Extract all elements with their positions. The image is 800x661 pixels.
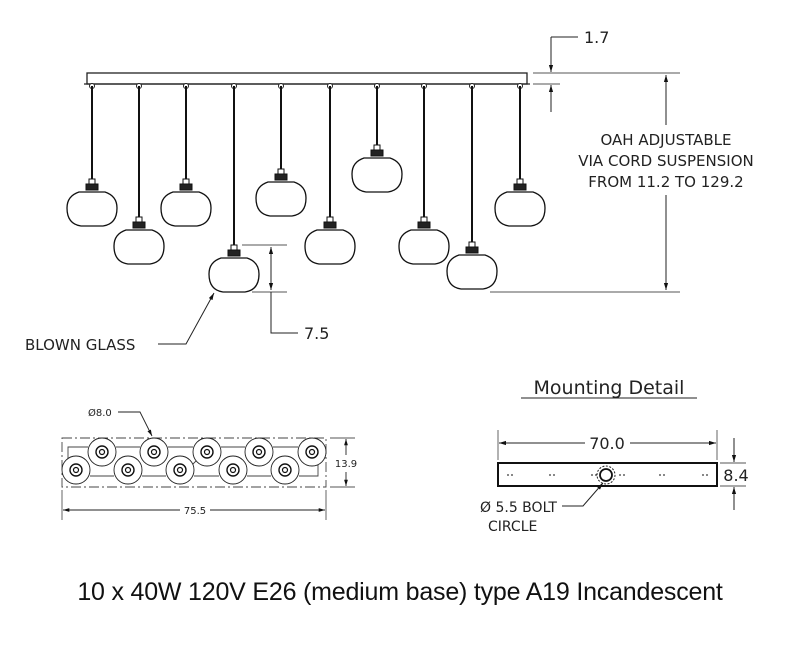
material-callout: BLOWN GLASS <box>25 293 214 354</box>
glass-globe <box>399 230 449 264</box>
mount-hole-dot <box>623 474 625 476</box>
plan-globe-outline <box>140 438 168 466</box>
mount-hole-dot <box>549 474 551 476</box>
mounting-length-label: 70.0 <box>589 434 625 453</box>
socket <box>418 222 430 228</box>
glass-globe <box>495 192 545 226</box>
plan-globe-outline <box>166 456 194 484</box>
canopy-thickness-dimension: 1.7 <box>533 28 609 112</box>
socket <box>466 247 478 253</box>
material-label: BLOWN GLASS <box>25 336 135 354</box>
pendant <box>256 84 306 217</box>
plan-globe-outline <box>62 456 90 484</box>
bolt-circle-line-1: Ø 5.5 BOLT <box>480 500 557 516</box>
plan-lamp <box>298 438 326 466</box>
plan-globe-outline <box>193 438 221 466</box>
lamp-specification: 10 x 40W 120V E26 (medium base) type A19… <box>0 578 800 607</box>
socket-cap <box>517 179 523 184</box>
plan-globe-outline <box>114 456 142 484</box>
plan-lamp <box>114 456 142 484</box>
plan-globe-outline <box>298 438 326 466</box>
socket-cap <box>327 217 333 222</box>
pendant <box>67 84 117 227</box>
mount-hole-dot <box>659 474 661 476</box>
pendant <box>161 84 211 227</box>
glass-globe <box>161 192 211 226</box>
elevation-view: 1.7 OAH ADJUSTABLE VIA CORD SUSPENSION F… <box>25 28 754 354</box>
socket-cap <box>374 145 380 150</box>
plan-lamp <box>88 438 116 466</box>
oah-note-line-3: FROM 11.2 TO 129.2 <box>588 173 743 191</box>
bolt-circle-line-2: CIRCLE <box>488 519 537 535</box>
pendant <box>399 84 449 265</box>
socket <box>180 184 192 190</box>
pendant <box>209 84 259 293</box>
glass-globe <box>114 230 164 264</box>
plan-width-label: 75.5 <box>184 506 206 517</box>
canopy-thickness-label: 1.7 <box>584 28 609 47</box>
mount-hole-dot <box>507 474 509 476</box>
glass-height-label: 7.5 <box>304 324 329 343</box>
socket-cap <box>183 179 189 184</box>
plan-globe-outline <box>219 456 247 484</box>
socket <box>514 184 526 190</box>
plan-lamp <box>140 438 168 466</box>
mount-hole-dot <box>706 474 708 476</box>
socket <box>275 174 287 180</box>
mount-hole-dot <box>553 474 555 476</box>
socket-cap <box>421 217 427 222</box>
plan-lamp <box>245 438 273 466</box>
plan-lamp <box>166 456 194 484</box>
socket-cap <box>231 245 237 250</box>
mount-hole-dot <box>702 474 704 476</box>
glass-globe <box>256 182 306 216</box>
oah-dimension: OAH ADJUSTABLE VIA CORD SUSPENSION FROM … <box>490 73 754 292</box>
mounting-detail-title: Mounting Detail <box>534 377 685 399</box>
socket-cap <box>278 169 284 174</box>
pendant <box>447 84 497 290</box>
plan-globe-outline <box>88 438 116 466</box>
glass-globe <box>209 258 259 292</box>
glass-globe <box>67 192 117 226</box>
glass-globe <box>447 255 497 289</box>
glass-globe <box>352 158 402 192</box>
mount-hole-dot <box>663 474 665 476</box>
socket <box>86 184 98 190</box>
socket <box>133 222 145 228</box>
plan-depth-label: 13.9 <box>335 459 357 470</box>
mount-hole-dot <box>619 474 621 476</box>
plan-lamp <box>219 456 247 484</box>
socket <box>228 250 240 256</box>
plan-globe-outline <box>271 456 299 484</box>
mount-hole-dot <box>591 474 593 476</box>
mounting-width-label: 8.4 <box>723 466 748 485</box>
oah-note-line-2: VIA CORD SUSPENSION <box>578 152 753 170</box>
oah-note-line-1: OAH ADJUSTABLE <box>601 131 732 149</box>
plan-lamp <box>193 438 221 466</box>
pendant-group <box>67 84 545 293</box>
socket-cap <box>136 217 142 222</box>
glass-globe <box>305 230 355 264</box>
socket-cap <box>469 242 475 247</box>
plan-globe-outline <box>245 438 273 466</box>
socket-cap <box>89 179 95 184</box>
socket <box>324 222 336 228</box>
mounting-detail: Mounting Detail 70.0 8.4 Ø 5.5 BOLT CIRC… <box>480 377 749 535</box>
plan-view: Ø8.0 75.5 13.9 <box>62 407 357 520</box>
canopy <box>87 73 527 84</box>
plan-lamp-group <box>62 438 326 484</box>
socket <box>371 150 383 156</box>
mount-hole-dot <box>511 474 513 476</box>
plan-lamp <box>271 456 299 484</box>
pendant <box>305 84 355 265</box>
plan-diameter-label: Ø8.0 <box>88 407 112 419</box>
pendant <box>114 84 164 265</box>
plan-lamp <box>62 456 90 484</box>
pendant <box>495 84 545 227</box>
pendant <box>352 84 402 193</box>
